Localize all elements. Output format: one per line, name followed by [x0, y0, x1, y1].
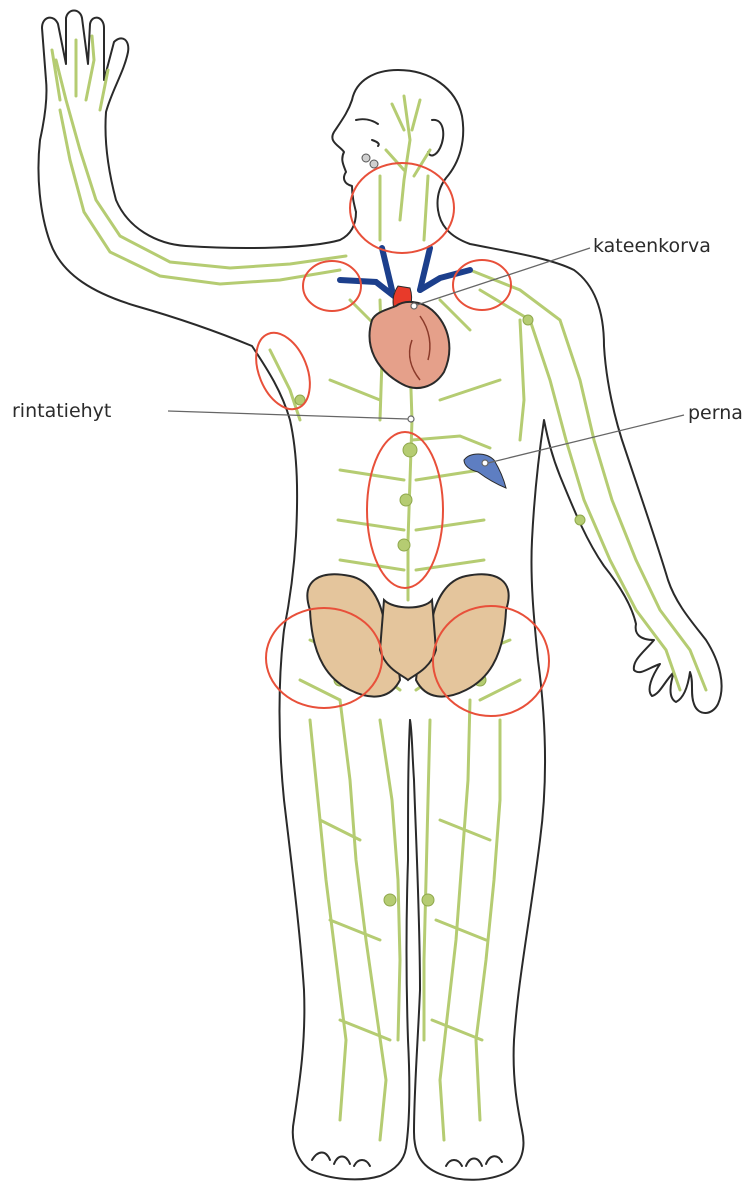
- label-rintatiehyt: rintatiehyt: [12, 402, 111, 421]
- lymph-vessel-network: [52, 36, 706, 1140]
- tonsils-icon: [362, 154, 378, 168]
- left-clavicle-region-circle: [303, 261, 361, 311]
- perna-leader-line: [488, 415, 684, 463]
- label-perna: perna: [688, 404, 743, 423]
- armpit-region-circle: [246, 325, 320, 417]
- label-kateenkorva: kateenkorva: [593, 237, 711, 256]
- right-clavicle-region-circle: [453, 260, 511, 310]
